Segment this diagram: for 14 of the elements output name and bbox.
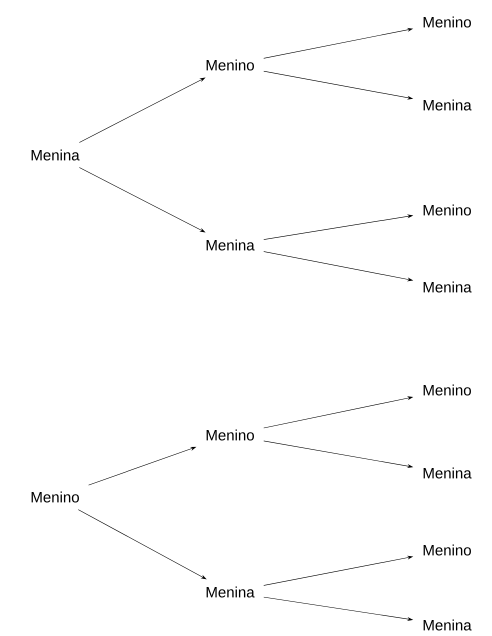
label-text: Menina	[424, 620, 472, 630]
label-text: Menina	[424, 100, 472, 110]
label-text: Menino	[32, 492, 79, 502]
label-text: Menina	[32, 150, 80, 160]
label-text: Menino	[206, 60, 254, 70]
label-text: Menina	[424, 468, 472, 478]
label-text: Menino	[206, 430, 254, 440]
label-text: Menino	[424, 16, 471, 28]
label-text: Menina	[424, 282, 472, 292]
label-text: Menino	[424, 204, 471, 216]
label-text: Menino	[424, 384, 471, 396]
label-text: Menino	[424, 544, 471, 556]
label-text: Menina	[206, 586, 255, 598]
label-text: Menina	[206, 240, 255, 250]
